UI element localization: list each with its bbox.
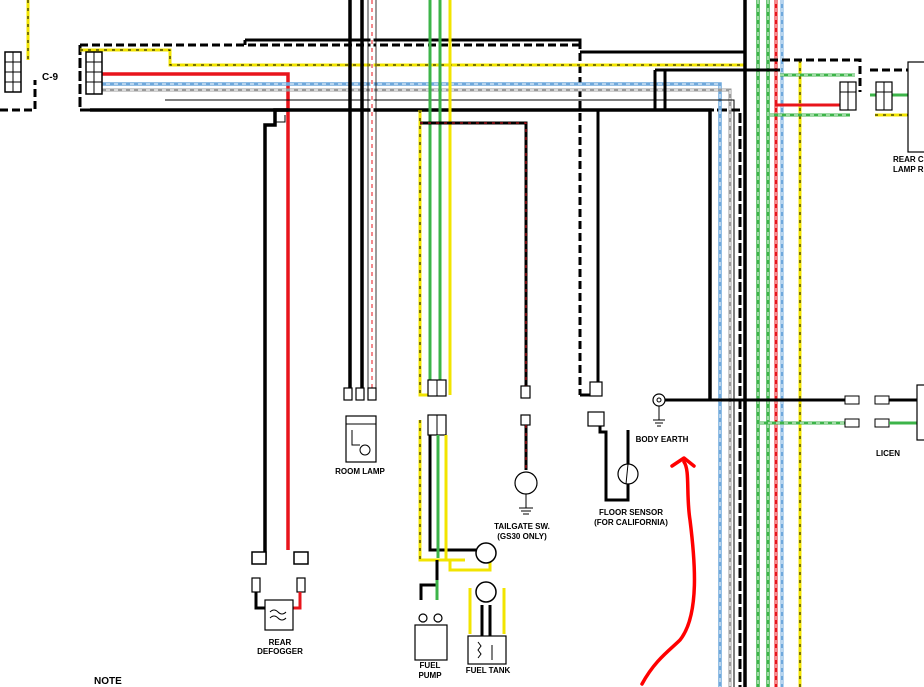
rear-combo-label-2: LAMP R <box>893 165 924 174</box>
fuel-pump-label-1: FUEL <box>420 661 441 670</box>
main-harness-bundle <box>78 38 747 687</box>
body-earth <box>652 384 924 441</box>
fuel-branch <box>414 379 507 665</box>
note-label: NOTE <box>94 676 122 687</box>
tailgate-label-1: TAILGATE SW. <box>494 522 550 531</box>
rear-defogger-label-2: DEFOGGER <box>257 647 303 656</box>
floor-sensor <box>580 110 639 502</box>
body-earth-label: BODY EARTH <box>636 435 689 444</box>
fuel-pump-label-2: PUMP <box>418 671 442 680</box>
room-lamp-label: ROOM LAMP <box>335 467 385 476</box>
floor-sensor-label-1: FLOOR SENSOR <box>599 508 663 517</box>
fuel-tank-label: FUEL TANK <box>466 666 511 675</box>
left-harness <box>0 0 37 112</box>
red-annotation-arrow <box>640 456 697 686</box>
right-vertical-bundle <box>653 0 924 687</box>
rear-defogger-branch <box>251 108 309 631</box>
rear-combination-lamp <box>839 61 924 153</box>
rear-combo-label-1: REAR C <box>893 155 924 164</box>
rear-defogger-label-1: REAR <box>269 638 292 647</box>
floor-sensor-label-2: (FOR CALIFORNIA) <box>594 518 668 527</box>
license-label: LICEN <box>876 449 900 458</box>
top-risers <box>348 0 452 397</box>
tailgate-switch <box>420 121 538 515</box>
tailgate-label-2: (GS30 ONLY) <box>497 532 547 541</box>
connector-c9: C-9 <box>4 51 103 95</box>
c9-label: C-9 <box>42 72 59 83</box>
room-lamp <box>343 387 377 463</box>
